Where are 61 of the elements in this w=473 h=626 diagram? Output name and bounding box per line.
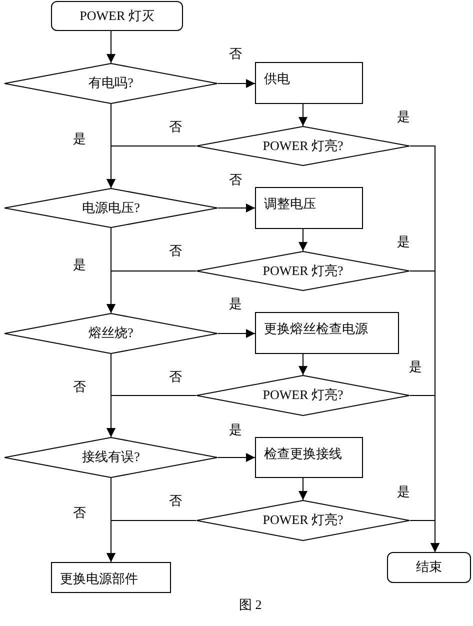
edge-label: 否 <box>168 244 183 257</box>
arrow <box>298 104 308 126</box>
node-text: 检查更换接线 <box>264 446 342 462</box>
node-text: 调整电压 <box>264 196 316 212</box>
terminal-box <box>387 552 471 583</box>
arrow <box>106 228 116 314</box>
decision-diamond <box>4 313 218 354</box>
edge-label: 否 <box>168 370 183 383</box>
edge-label: 是 <box>72 258 87 271</box>
arrow <box>218 453 256 462</box>
node-text: POWER 灯亮? <box>262 138 344 154</box>
arrow <box>106 104 116 188</box>
node-text: 供电 <box>264 71 290 88</box>
edge-label: 是 <box>396 235 411 248</box>
decision-diamond <box>196 375 410 416</box>
decision-diamond <box>196 251 410 291</box>
arrow <box>106 354 116 438</box>
node-text: 更换熔丝检查电源 <box>264 321 368 338</box>
arrow <box>298 354 308 376</box>
node-text: 熔丝烧? <box>88 325 134 342</box>
edge-label: 否 <box>72 506 87 519</box>
node-text: 有电吗? <box>88 75 134 92</box>
edge-label: 是 <box>72 132 87 145</box>
figure-caption: 图 2 <box>239 598 262 611</box>
node-text: 接线有误? <box>82 449 140 466</box>
process-box <box>255 437 363 478</box>
process-box <box>255 312 399 354</box>
arrow <box>298 228 308 252</box>
terminal-box <box>51 1 183 31</box>
edge-label: 是 <box>228 423 243 436</box>
decision-diamond <box>4 188 218 228</box>
edge-label: 否 <box>72 380 87 393</box>
edge-label: 否 <box>228 47 243 60</box>
arrow <box>106 30 116 64</box>
process-box <box>51 562 171 593</box>
arrow <box>106 478 116 562</box>
node-text: 结束 <box>416 559 442 576</box>
node-text: POWER 灯亮? <box>262 262 344 280</box>
node-text: POWER 灯亮? <box>262 387 344 404</box>
node-text: POWER 灯亮? <box>262 512 344 529</box>
process-box <box>255 187 363 229</box>
decision-diamond <box>4 437 218 478</box>
node-text: POWER 灯灭 <box>80 8 154 24</box>
edge-label: 是 <box>396 485 411 498</box>
node-text: 电源电压? <box>82 200 140 216</box>
process-box <box>255 62 363 104</box>
edge-label: 否 <box>168 120 183 133</box>
edge-label: 否 <box>228 173 243 186</box>
edge-label: 否 <box>168 494 183 507</box>
arrow <box>218 329 256 338</box>
edge-label: 是 <box>228 297 243 310</box>
arrow <box>298 478 308 500</box>
arrow <box>218 204 256 212</box>
edge-label: 是 <box>396 110 411 123</box>
decision-diamond <box>196 126 410 166</box>
decision-diamond <box>4 63 218 104</box>
arrow <box>218 79 256 88</box>
edge-label: 是 <box>408 360 423 373</box>
arrow <box>410 520 440 552</box>
decision-diamond <box>196 500 410 541</box>
node-text: 更换电源部件 <box>60 571 138 588</box>
